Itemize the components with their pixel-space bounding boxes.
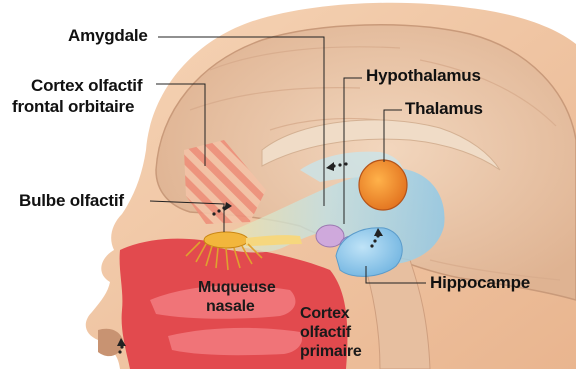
label-thalamus: Thalamus [405, 99, 483, 118]
label-hippocampe: Hippocampe [430, 273, 530, 292]
label-cortex-orbitaire-line1: Cortex olfactif [31, 76, 142, 95]
label-muqueuse-line2: nasale [206, 298, 255, 316]
label-hypothalamus: Hypothalamus [366, 66, 481, 85]
label-cortex-primaire-line2: olfactif [300, 324, 351, 342]
label-amygdale: Amygdale [68, 26, 148, 45]
thalamus [359, 160, 407, 210]
label-cortex-orbitaire-line2: frontal orbitaire [12, 97, 134, 116]
label-cortex-primaire-line3: primaire [300, 343, 362, 361]
label-cortex-primaire-line1: Cortex [300, 305, 349, 323]
label-muqueuse-line1: Muqueuse [198, 279, 276, 297]
olfactory-bulb [204, 232, 248, 248]
label-bulbe-olfactif: Bulbe olfactif [19, 191, 124, 210]
